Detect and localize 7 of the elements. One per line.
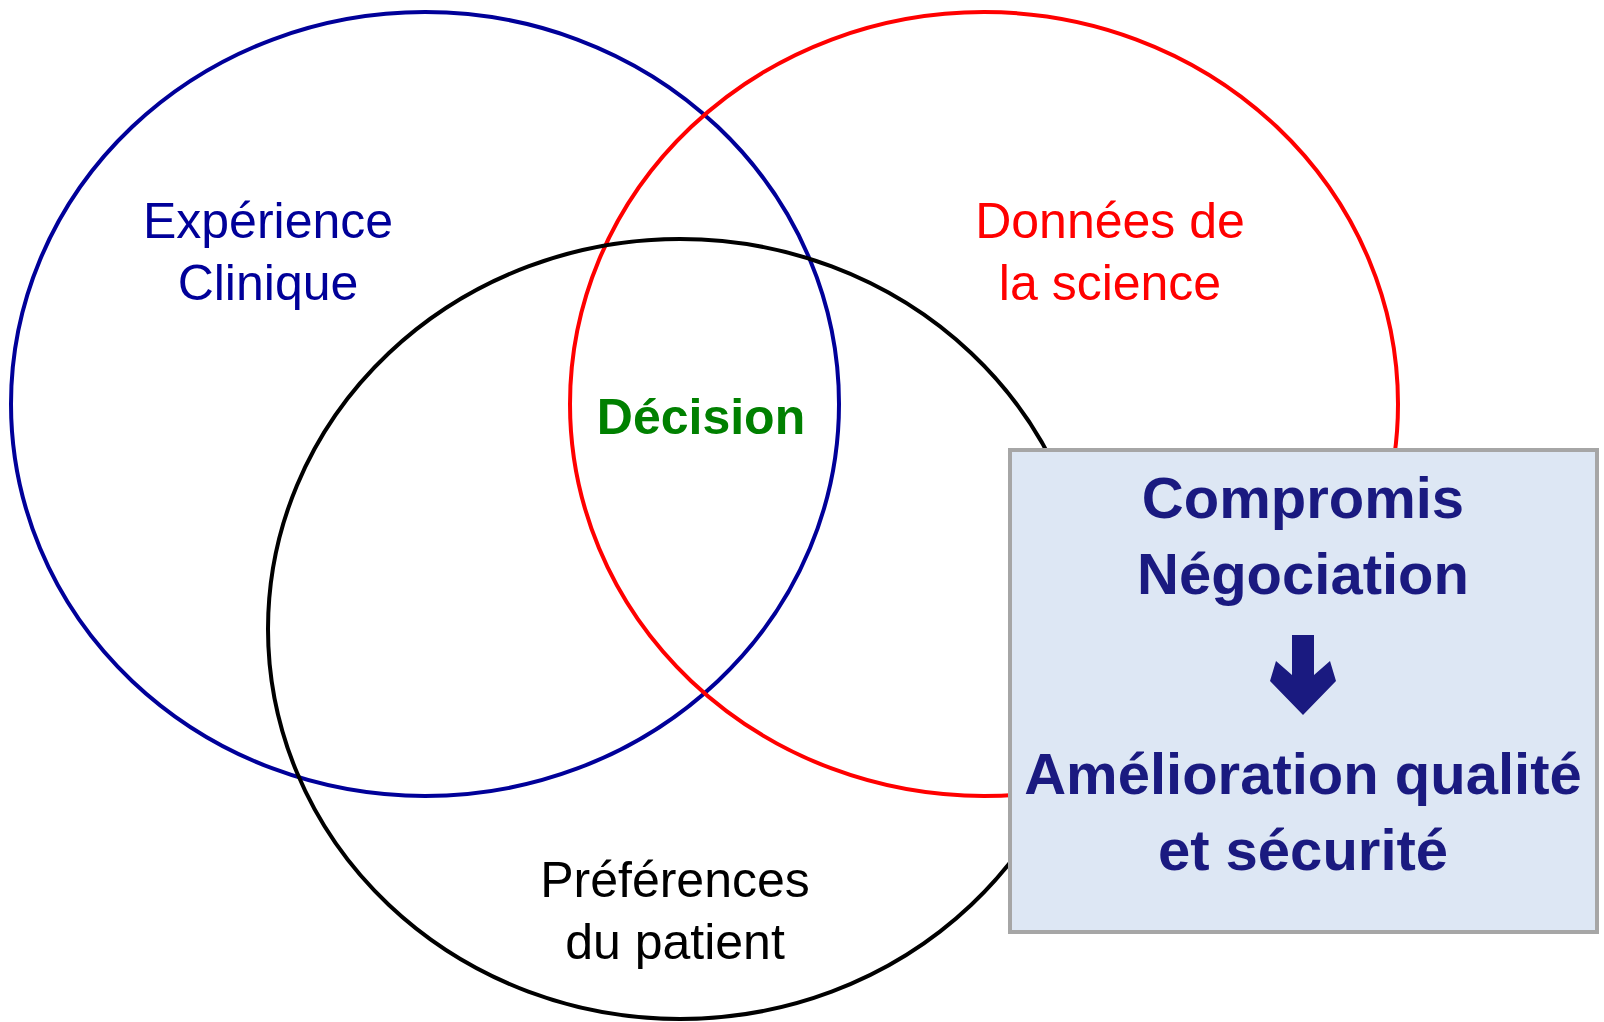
text-panel (1008, 448, 1599, 934)
panel-text: Amélioration qualité et sécurité (1023, 740, 1583, 884)
center-label: Décision (596, 388, 806, 447)
circle-label: Données de la science (974, 192, 1246, 313)
circle-label: Expérience Clinique (141, 192, 395, 313)
panel-text: Compromis Négociation (1136, 464, 1470, 608)
circle-label: Préférences du patient (539, 851, 811, 972)
